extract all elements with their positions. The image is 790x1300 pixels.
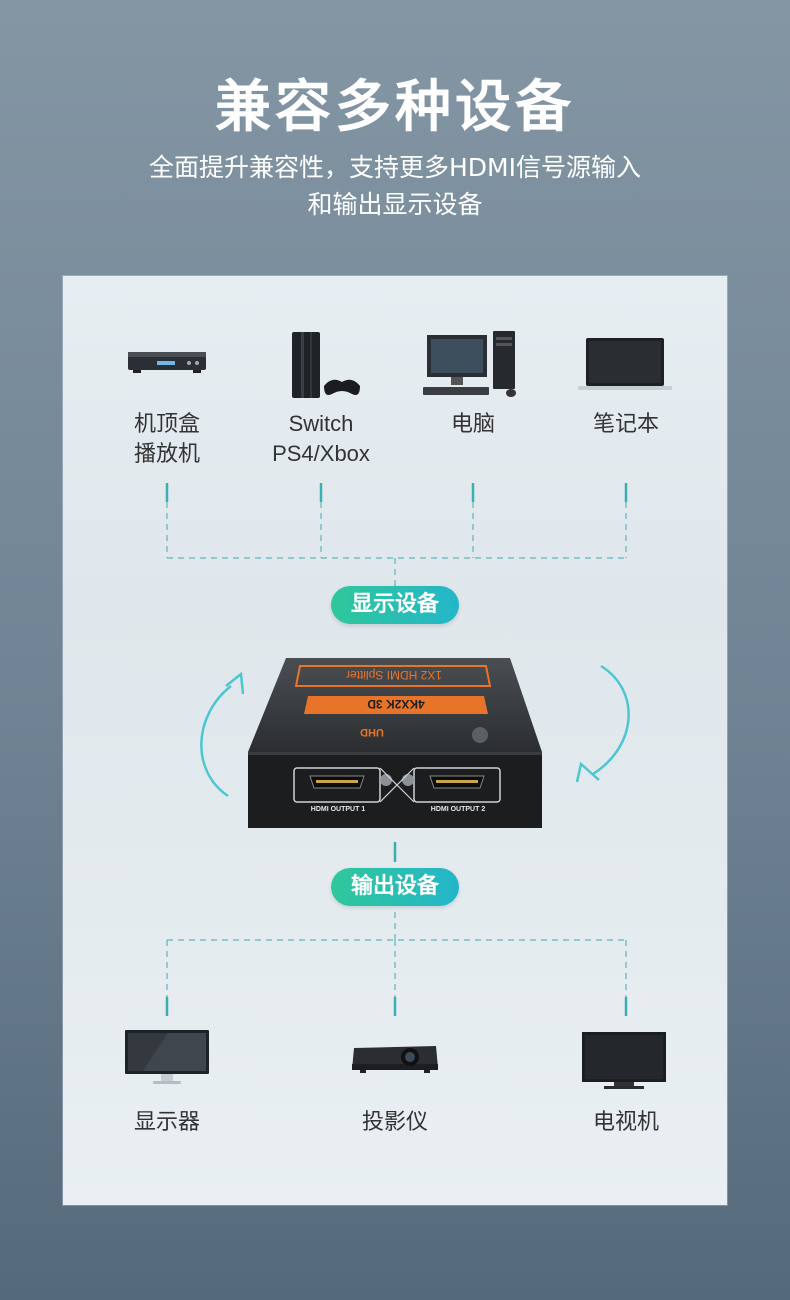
subtitle-line-1: 全面提升兼容性，支持更多HDMI信号源输入	[149, 153, 641, 182]
page-title: 兼容多种设备	[215, 75, 575, 140]
laptop-icon	[578, 336, 672, 392]
hdmi-splitter-device: 1X2 HDMI Splitter 4KX2K 3D UHD HDMI OUTP…	[248, 656, 542, 830]
input-label-line2: PS4/Xbox	[272, 441, 370, 466]
input-label-laptop: 笔记本	[592, 411, 659, 436]
input-label-line1: 机顶盒	[133, 411, 200, 436]
output-devices-badge: 输出设备	[331, 868, 459, 906]
output-label-projector: 投影仪	[361, 1109, 428, 1134]
input-label-line1: Switch	[288, 411, 354, 436]
input-label-set-top-box: 机顶盒 播放机	[107, 409, 227, 469]
television-icon	[580, 1032, 668, 1090]
output-label-television: 电视机	[592, 1109, 659, 1134]
desktop-computer-icon	[423, 331, 519, 399]
output-label-monitor: 显示器	[133, 1109, 200, 1134]
set-top-box-icon	[127, 348, 207, 376]
input-label-line2: 播放机	[133, 441, 200, 466]
connection-lines	[165, 483, 630, 1016]
game-console-icon	[286, 332, 362, 402]
monitor-icon	[123, 1030, 211, 1086]
projector-icon	[350, 1038, 440, 1078]
hdmi-output-1-label: HDMI OUTPUT 1	[310, 806, 366, 813]
splitter-uhd-label: UHD	[360, 726, 384, 738]
splitter-resolution-label: 4KX2K 3D	[367, 697, 425, 711]
input-label-console: Switch PS4/Xbox	[251, 409, 391, 469]
subtitle-line-2: 和输出显示设备	[307, 190, 483, 219]
hdmi-output-2-label: HDMI OUTPUT 2	[430, 806, 486, 813]
splitter-model-label: 1X2 HDMI Splitter	[345, 668, 443, 682]
input-label-computer: 电脑	[450, 411, 495, 436]
display-devices-badge: 显示设备	[331, 586, 459, 624]
compatibility-panel: 机顶盒 播放机 Switch PS4/Xbox 电脑 笔记本 显示设备	[63, 276, 727, 1205]
